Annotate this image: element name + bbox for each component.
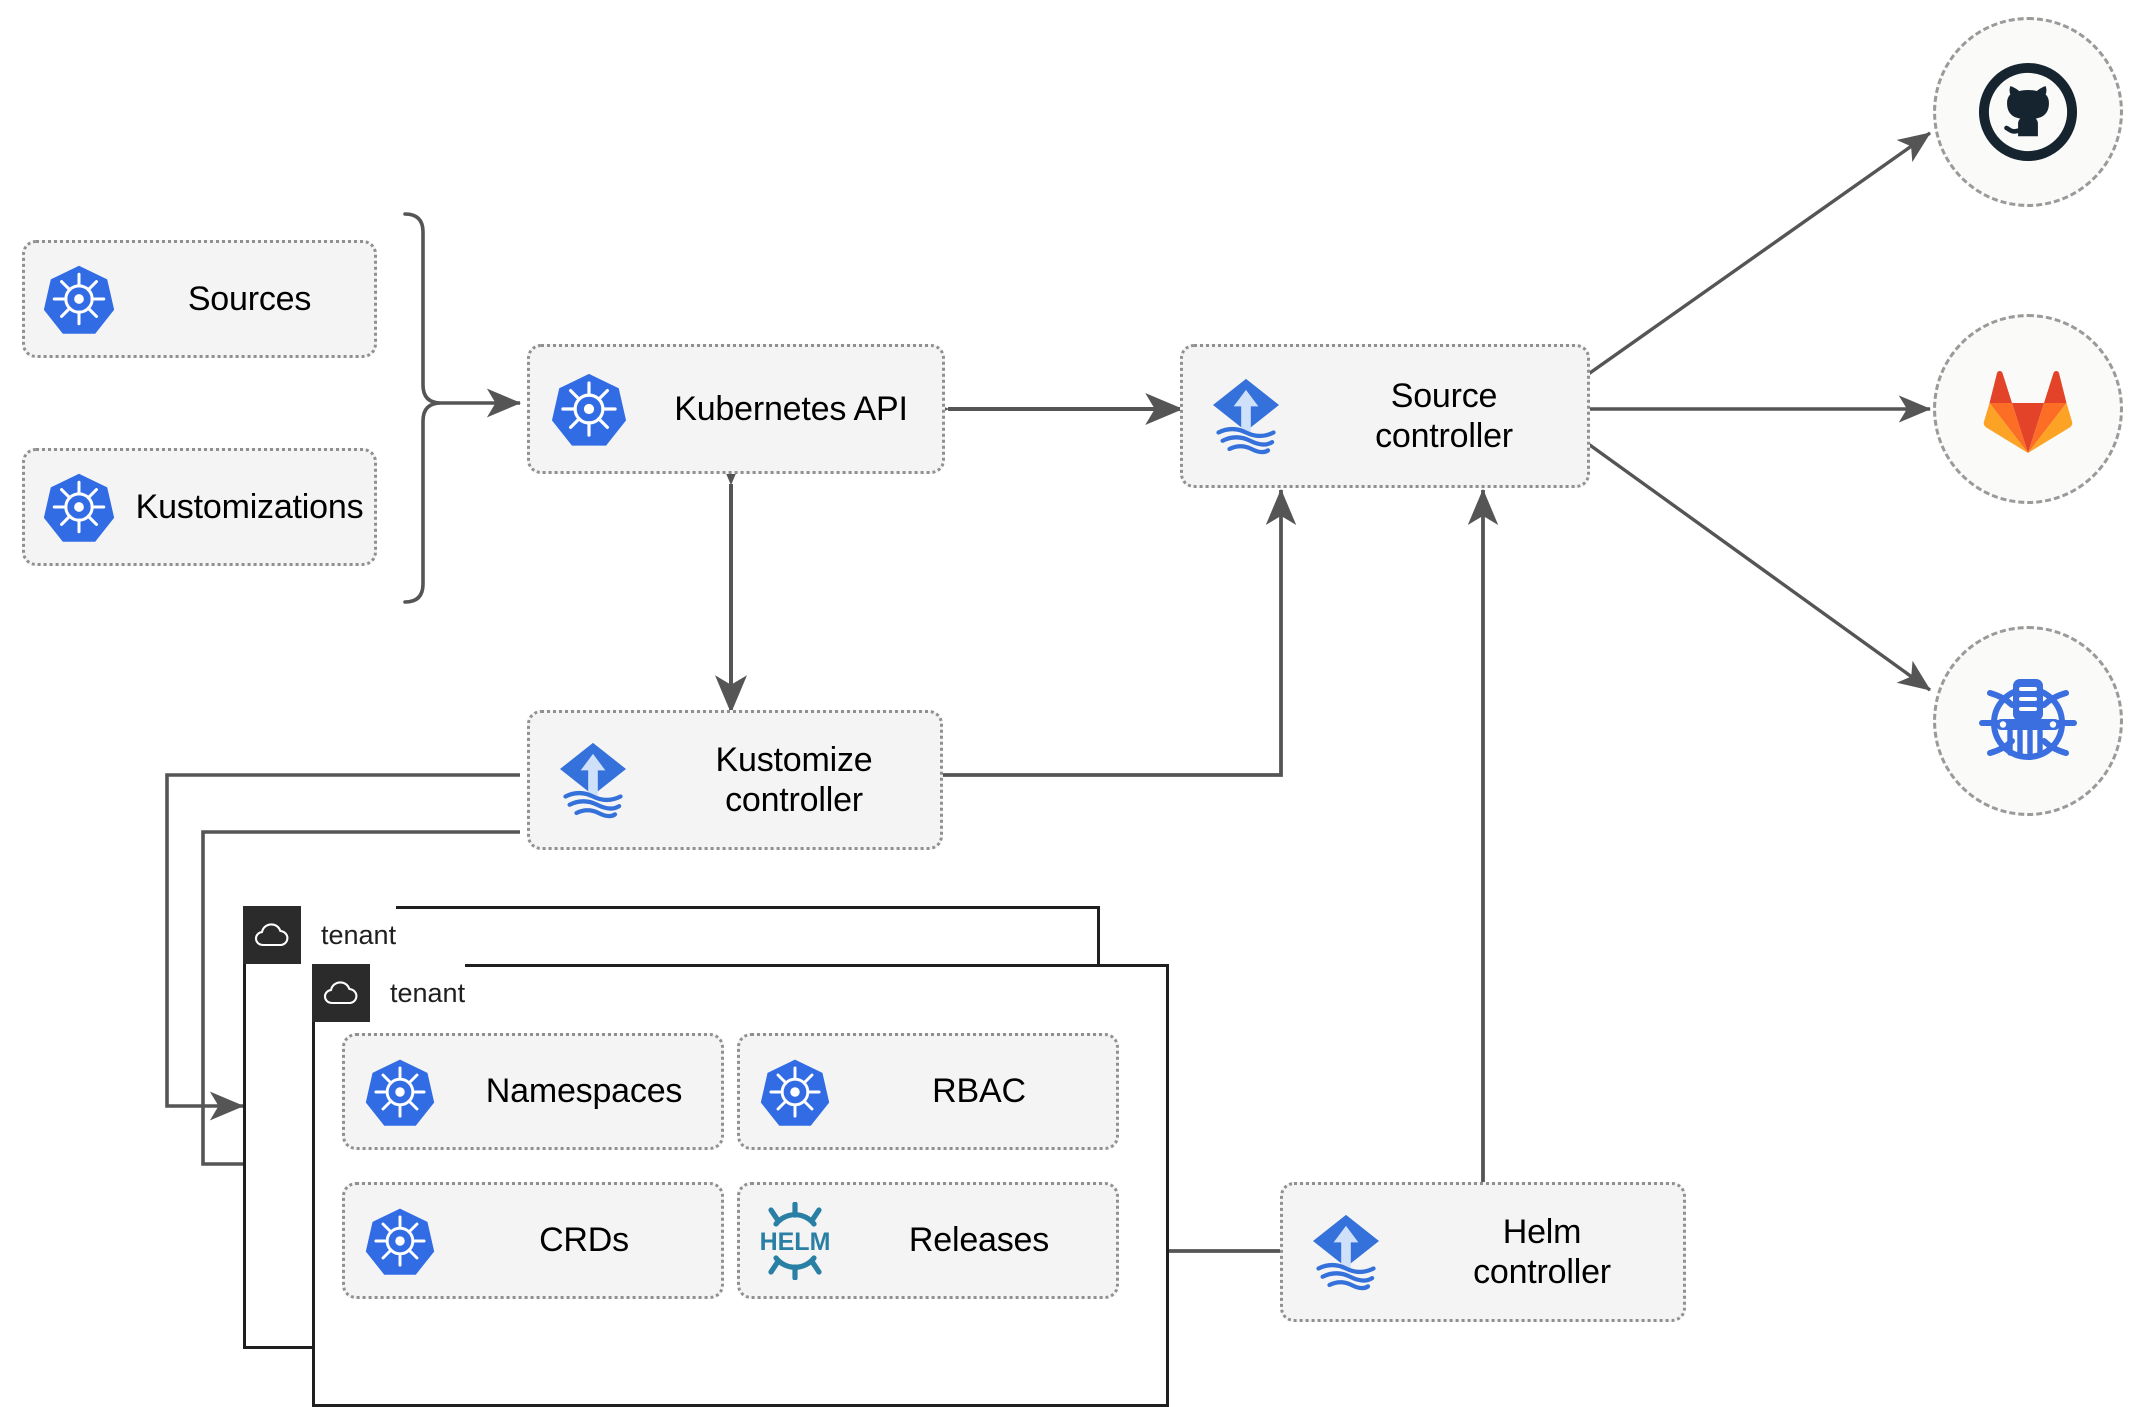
kubernetes-icon	[345, 1205, 455, 1277]
tenant-label-outer: tenant	[321, 919, 397, 950]
helm-controller-label: Helm controller	[1409, 1212, 1683, 1292]
helm-controller-line1: Helm	[1502, 1212, 1582, 1251]
tenant-label-inner: tenant	[390, 977, 466, 1008]
provider-circle-github[interactable]	[1933, 17, 2123, 207]
resource-label-kustomizations: Kustomizations	[135, 487, 364, 526]
kustomize-controller-box[interactable]: Kustomize controller	[527, 710, 943, 850]
source-controller-label: Source controller	[1309, 376, 1587, 456]
resource-box-sources[interactable]: Sources	[22, 240, 377, 358]
tenant-item-label: CRDs	[539, 1221, 629, 1260]
kustomize-controller-line2: controller	[725, 781, 863, 819]
source-controller-line1: Source	[1390, 376, 1498, 415]
provider-circle-bucket[interactable]	[1933, 626, 2123, 816]
cloud-icon	[243, 906, 301, 964]
helm-icon: HELM	[740, 1201, 850, 1280]
bucket-icon	[1979, 679, 2077, 760]
tenant-item-label: Namespaces	[485, 1072, 683, 1111]
source-controller-line2: controller	[1375, 417, 1513, 455]
flux-icon	[530, 736, 656, 824]
kubernetes-icon	[25, 470, 133, 544]
flux-icon	[1283, 1208, 1409, 1296]
tenant-item-namespaces[interactable]: Namespaces	[342, 1033, 724, 1150]
kubernetes-icon	[740, 1056, 850, 1128]
kubernetes-icon	[25, 262, 133, 336]
helm-controller-box[interactable]: Helm controller	[1280, 1182, 1686, 1322]
provider-circle-gitlab[interactable]	[1933, 314, 2123, 504]
kustomize-controller-line1: Kustomize	[715, 740, 873, 779]
resource-box-kustomizations[interactable]: Kustomizations	[22, 448, 377, 566]
cloud-icon	[312, 964, 370, 1022]
tenant-item-crds[interactable]: CRDs	[342, 1182, 724, 1299]
kubernetes-icon	[345, 1056, 455, 1128]
tenant-item-label: Releases	[908, 1221, 1050, 1260]
svg-text:HELM: HELM	[760, 1228, 831, 1256]
flux-icon	[1183, 372, 1309, 460]
tenant-item-label: RBAC	[932, 1072, 1026, 1111]
kustomize-controller-label: Kustomize controller	[656, 740, 940, 820]
tenant-tab-outer: tenant	[243, 906, 397, 964]
gitlab-icon	[1983, 371, 2073, 453]
github-icon	[1978, 62, 2078, 162]
resource-label-sources: Sources	[187, 279, 312, 318]
source-controller-box[interactable]: Source controller	[1180, 344, 1590, 488]
kubernetes-api-label: Kubernetes API	[674, 389, 908, 428]
kubernetes-icon	[530, 370, 648, 448]
helm-controller-line2: controller	[1473, 1253, 1611, 1291]
tenant-item-releases[interactable]: HELM Releases	[737, 1182, 1119, 1299]
tenant-item-rbac[interactable]: RBAC	[737, 1033, 1119, 1150]
kubernetes-api-box[interactable]: Kubernetes API	[527, 344, 945, 474]
tenant-tab-inner: tenant	[312, 964, 466, 1022]
